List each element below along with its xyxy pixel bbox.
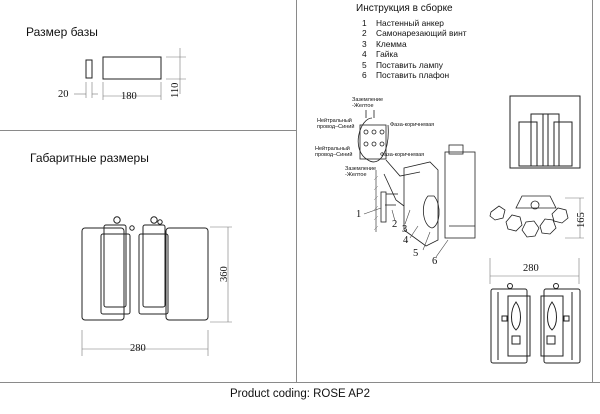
callout-2: 2	[392, 219, 398, 230]
right-dim-width: 280	[523, 263, 539, 274]
bottom-rule	[0, 382, 600, 383]
front-view-assembled	[490, 283, 581, 364]
product-coding: Product coding: ROSE AP2	[230, 388, 370, 400]
lamp-bulb	[422, 195, 440, 229]
callout-4: 4	[403, 235, 409, 246]
base-size-title: Размер базы	[26, 25, 98, 39]
base-dim-length: 180	[121, 91, 137, 102]
overall-size-title: Габаритные размеры	[30, 151, 149, 165]
base-front-view	[102, 56, 162, 80]
label-ground-top: Заземление-Желтое	[352, 97, 384, 109]
right-dim-depth: 165	[576, 212, 587, 228]
callout-3: 3	[402, 224, 408, 235]
vertical-divider	[296, 0, 297, 382]
wall-anchor	[380, 191, 387, 223]
shade-side	[444, 151, 476, 239]
label-phase-bottom: Фаза-коричневая	[380, 152, 425, 158]
callout-1: 1	[356, 209, 362, 220]
wiring-diagram	[357, 110, 476, 247]
label-phase-top: Фаза-коричневая	[390, 122, 435, 128]
horizontal-divider-left	[0, 130, 296, 131]
side-view-shades	[509, 95, 581, 169]
callout-5: 5	[413, 248, 419, 259]
top-view-flowers	[489, 195, 569, 238]
instructions-title: Инструкция в сборке	[356, 3, 453, 14]
front-view-sconce	[81, 216, 209, 321]
label-ground-bottom: Заземление-Желтое	[345, 166, 377, 178]
right-edge-rule	[592, 0, 593, 382]
callout-6: 6	[432, 256, 438, 267]
base-dim-height: 110	[170, 82, 181, 98]
base-dim-width: 20	[58, 89, 69, 100]
overall-dim-height: 360	[219, 266, 230, 282]
base-side-view	[85, 59, 93, 79]
overall-dim-width: 280	[130, 343, 146, 354]
